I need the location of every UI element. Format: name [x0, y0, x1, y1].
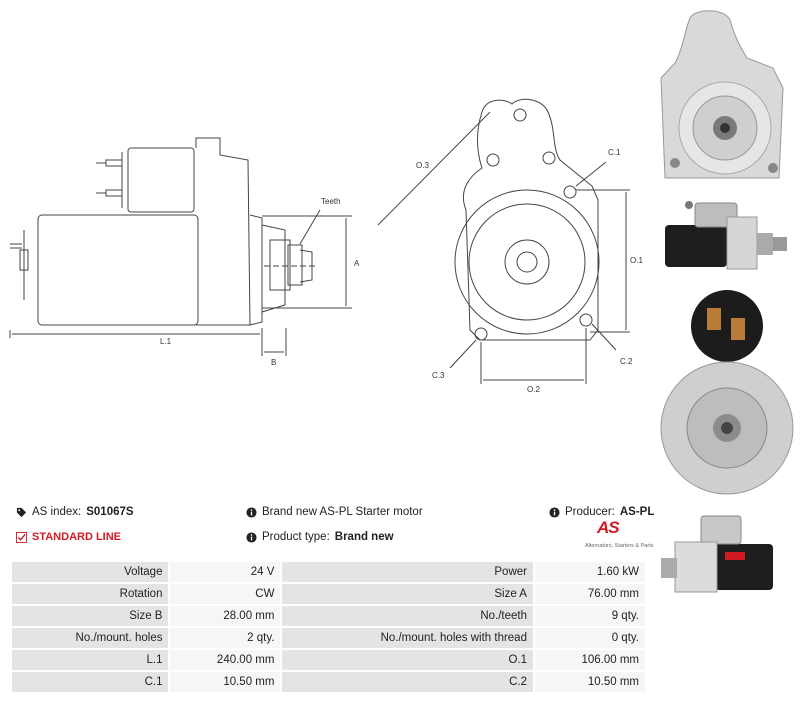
spec-label: No./mount. holes: [12, 628, 169, 648]
front-view-drawing: [454, 98, 600, 341]
product-type-value: Brand new: [334, 531, 394, 543]
info-icon: [246, 506, 257, 518]
spec-value: 28.00 mm: [170, 606, 281, 626]
label-b: B: [271, 358, 276, 367]
producer: Producer: AS-PL: [549, 506, 654, 518]
front-view-dimensions: [377, 111, 630, 384]
label-teeth: Teeth: [321, 197, 341, 206]
spec-value: 24 V: [170, 562, 281, 582]
tag-icon: [16, 507, 27, 517]
spec-label: C.1: [12, 672, 169, 692]
description-text: Brand new AS-PL Starter motor: [262, 506, 423, 518]
spec-label: C.2: [282, 672, 533, 692]
label-o2: O.2: [527, 385, 540, 394]
label-c1: C.1: [608, 148, 621, 157]
side-view-dimensions: [9, 209, 352, 356]
product-info: AS index: S01067S STANDARD LINE Brand ne…: [0, 500, 655, 556]
label-c3: C.3: [432, 371, 445, 380]
product-photo-angle[interactable]: [655, 506, 800, 610]
standard-line: STANDARD LINE: [16, 531, 121, 543]
label-a: A: [354, 259, 360, 268]
product-type: Product type: Brand new: [246, 531, 394, 543]
spec-value: 10.50 mm: [534, 672, 645, 692]
spec-label: L.1: [12, 650, 169, 670]
as-index-value: S01067S: [86, 506, 134, 518]
label-o3: O.3: [416, 161, 429, 170]
producer-label: Producer:: [565, 506, 615, 518]
label-c2: C.2: [620, 357, 633, 366]
spec-value: 0 qty.: [534, 628, 645, 648]
spec-value: 76.00 mm: [534, 584, 645, 604]
spec-label: Rotation: [12, 584, 169, 604]
logo-tagline: Alternators, Starters & Parts: [585, 543, 654, 549]
description: Brand new AS-PL Starter motor: [246, 506, 423, 518]
spec-value: CW: [170, 584, 281, 604]
as-index: AS index: S01067S: [16, 506, 134, 518]
spec-value: 9 qty.: [534, 606, 645, 626]
product-photo-front[interactable]: [655, 8, 800, 188]
info-icon: [246, 531, 257, 543]
producer-value: AS-PL: [619, 506, 655, 518]
spec-label: Size B: [12, 606, 169, 626]
spec-label: Power: [282, 562, 533, 582]
product-photo-side[interactable]: [655, 195, 800, 280]
spec-label: Voltage: [12, 562, 169, 582]
spec-value: 1.60 kW: [534, 562, 645, 582]
label-o1: O.1: [630, 256, 643, 265]
logo-mark: AS: [597, 518, 620, 537]
standard-line-label: STANDARD LINE: [32, 531, 122, 543]
spec-label: No./mount. holes with thread: [282, 628, 533, 648]
spec-value: 2 qty.: [170, 628, 281, 648]
spec-value: 106.00 mm: [534, 650, 645, 670]
label-l1: L.1: [160, 337, 172, 346]
spec-label: O.1: [282, 650, 533, 670]
spec-label: No./teeth: [282, 606, 533, 626]
product-photo-rear[interactable]: [655, 288, 800, 508]
spec-label: Size A: [282, 584, 533, 604]
technical-drawing: Teeth A B L.1 O.3 C.1 O.1 C.2 C.3 O.2: [9, 98, 643, 394]
spec-value: 10.50 mm: [170, 672, 281, 692]
brand-logo: AS Alternators, Starters & Parts: [585, 518, 653, 556]
product-type-label: Product type:: [262, 531, 330, 543]
info-icon: [549, 506, 560, 518]
checkbox-checked-icon: [16, 531, 27, 543]
as-index-label: AS index:: [32, 506, 82, 518]
spec-value: 240.00 mm: [170, 650, 281, 670]
side-view-drawing: [10, 137, 316, 326]
